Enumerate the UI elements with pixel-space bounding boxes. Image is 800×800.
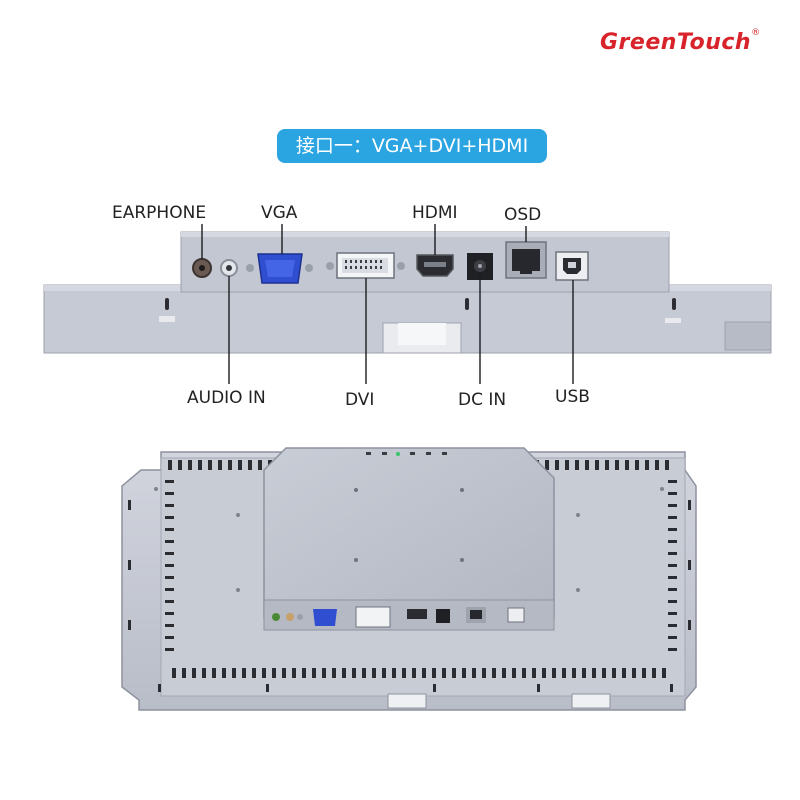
interface-title-badge: 接口一：VGA+DVI+HDMI <box>277 129 547 163</box>
label-audio-in: AUDIO IN <box>187 388 266 408</box>
label-earphone: EARPHONE <box>112 203 207 223</box>
monitor-rear-view <box>121 447 697 711</box>
label-usb: USB <box>555 387 590 407</box>
label-dvi: DVI <box>345 390 375 410</box>
brand-logo: GreenTouch® <box>600 28 761 55</box>
label-osd: OSD <box>504 205 542 225</box>
brand-name: GreenTouch <box>600 30 752 55</box>
label-vga: VGA <box>261 203 298 223</box>
registered-mark: ® <box>751 28 761 38</box>
connector-panel-closeup <box>43 224 772 384</box>
label-hdmi: HDMI <box>412 203 458 223</box>
label-dc-in: DC IN <box>458 390 507 410</box>
